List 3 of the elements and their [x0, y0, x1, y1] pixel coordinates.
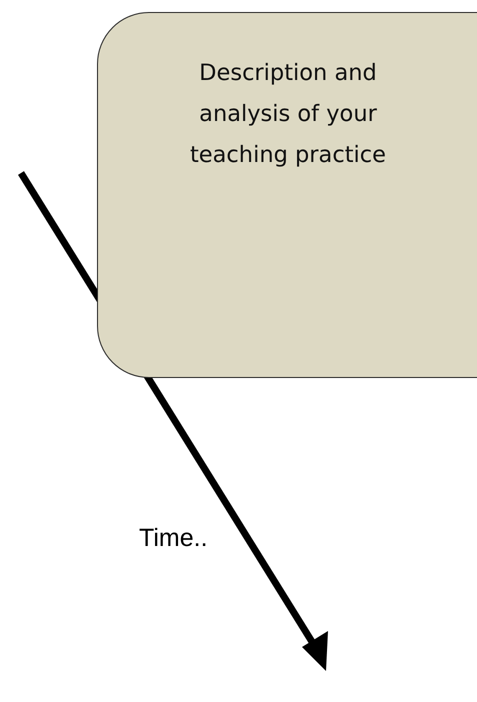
axis-label: Time..	[139, 524, 208, 553]
box-text: Description and analysis of your teaching practice	[188, 59, 387, 170]
rounded-text-box	[97, 12, 477, 378]
